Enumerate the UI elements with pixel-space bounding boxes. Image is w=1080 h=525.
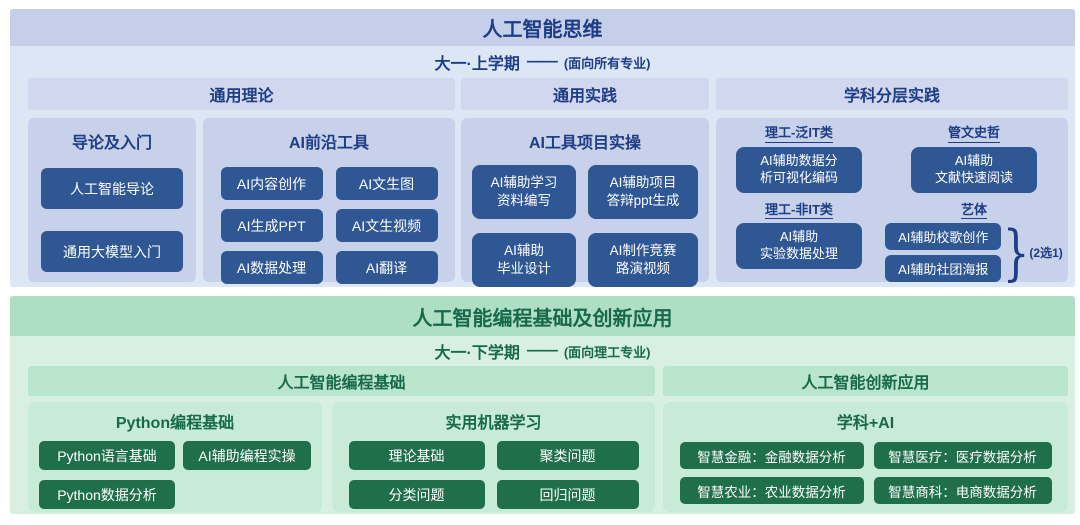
column-header-innovation-apps: 人工智能创新应用 [663, 366, 1068, 396]
panel-layered-practice: 理工-泛IT类 AI辅助数据分 析可视化编码 管文史哲 AI辅助 文献快速阅读 … [716, 118, 1068, 283]
panel-title-ai-tool-project-practice: AI工具项目实操 [528, 135, 641, 152]
panel-ai-frontier-tools: AI前沿工具 AI内容创作 AI文生图 AI生成PPT AI文生视频 AI数据处… [203, 118, 455, 284]
node-line1: AI辅助数据分 [760, 152, 838, 168]
course-node-ai-study-material: AI辅助学习 资料编写 [472, 165, 576, 219]
panel-title-practical-ml: 实用机器学习 [445, 415, 542, 432]
course-node-ai-experiment-data: AI辅助 实验数据处理 [736, 223, 862, 270]
node-line1: AI制作竞赛 [609, 242, 677, 258]
audience-label: (面向所有专业) [563, 55, 651, 71]
group-header-stem-non-it: 理工-非IT类 [765, 202, 833, 220]
practice-grid: AI辅助学习 资料编写 AI辅助项目 答辩ppt生成 AI辅助 毕业设计 AI制… [461, 165, 709, 287]
layered-grid: 理工-泛IT类 AI辅助数据分 析可视化编码 管文史哲 AI辅助 文献快速阅读 … [716, 118, 1068, 283]
dash-separator: —— [526, 53, 558, 70]
panel-discipline-plus-ai: 学科+AI 智慧金融：金融数据分析 智慧医疗：医疗数据分析 智慧农业：农业数据分… [663, 402, 1068, 512]
section-title-ai-programming: 人工智能编程基础及创新应用 [10, 296, 1075, 336]
panel-python-basics: Python编程基础 Python语言基础 AI辅助编程实操 Python数据分… [28, 402, 322, 512]
course-node-ai-translation: AI翻译 [335, 251, 438, 284]
node-line2: 答辩ppt生成 [606, 193, 680, 208]
panels-bottom: Python编程基础 Python语言基础 AI辅助编程实操 Python数据分… [10, 402, 1075, 512]
column-header-layered-practice: 学科分层实践 [716, 78, 1068, 110]
course-node-ai-fast-literature-reading: AI辅助 文献快速阅读 [911, 146, 1037, 193]
section-ai-programming: 人工智能编程基础及创新应用 大一·下学期 —— (面向理工专业) 人工智能编程基… [10, 296, 1075, 514]
node-line2: 资料编写 [497, 193, 551, 208]
node-line1: AI辅助学习 [490, 174, 558, 190]
course-node-smart-healthcare: 智慧医疗：医疗数据分析 [873, 442, 1052, 469]
audience-label: (面向理工专业) [563, 344, 651, 360]
column-header-general-practice: 通用实践 [461, 78, 709, 110]
course-node-classification: 分类问题 [348, 480, 485, 509]
course-node-ai-introduction: 人工智能导论 [41, 168, 183, 209]
node-line2: 文献快速阅读 [934, 169, 1013, 185]
group-stem-it: 理工-泛IT类 AI辅助数据分 析可视化编码 [720, 125, 878, 193]
brace-icon: } [1002, 217, 1030, 288]
node-line2: 实验数据处理 [759, 246, 838, 262]
group-header-arts-sports: 艺体 [960, 202, 987, 220]
group-stem-non-it: 理工-非IT类 AI辅助 实验数据处理 [720, 202, 878, 283]
node-line2: 析可视化编码 [759, 169, 838, 185]
course-node-python-data-analysis: Python数据分析 [39, 480, 175, 509]
column-headers-bottom: 人工智能编程基础 人工智能创新应用 [10, 366, 1075, 396]
course-node-general-llm-intro: 通用大模型入门 [41, 231, 183, 272]
course-node-smart-business: 智慧商科：电商数据分析 [873, 477, 1052, 504]
column-header-programming-basics: 人工智能编程基础 [28, 366, 655, 396]
node-line1: AI辅助 [779, 229, 819, 245]
group-humanities: 管文史哲 AI辅助 文献快速阅读 [884, 125, 1064, 193]
panel-title-ai-frontier-tools: AI前沿工具 [288, 135, 369, 152]
panels-top: 导论及入门 人工智能导论 通用大模型入门 AI前沿工具 AI内容创作 AI文生图… [10, 118, 1075, 287]
panel-practical-ml: 实用机器学习 理论基础 聚类问题 分类问题 回归问题 [332, 402, 655, 512]
course-node-ai-assisted-coding: AI辅助编程实操 [183, 441, 311, 470]
course-node-ai-text-to-video: AI文生视频 [335, 209, 438, 242]
panel-title-intro: 导论及入门 [71, 135, 152, 152]
course-node-clustering: 聚类问题 [496, 441, 639, 470]
app-grid: 智慧金融：金融数据分析 智慧医疗：医疗数据分析 智慧农业：农业数据分析 智慧商科… [663, 442, 1068, 504]
dash-separator: —— [526, 342, 558, 359]
course-node-ai-data-processing: AI数据处理 [220, 251, 323, 284]
course-node-ai-school-song: AI辅助校歌创作 [885, 223, 1002, 251]
ml-grid: 理论基础 聚类问题 分类问题 回归问题 [332, 441, 655, 509]
course-node-ai-content-creation: AI内容创作 [220, 167, 323, 200]
tools-grid: AI内容创作 AI文生图 AI生成PPT AI文生视频 AI数据处理 AI翻译 [203, 167, 455, 284]
panel-intro: 导论及入门 人工智能导论 通用大模型入门 [28, 118, 196, 282]
node-line1: AI辅助项目 [609, 174, 677, 190]
course-node-ai-graduation-design: AI辅助 毕业设计 [472, 233, 576, 287]
semester-label: 大一·下学期 [434, 345, 520, 362]
section-ai-thinking: 人工智能思维 大一·上学期 —— (面向所有专业) 通用理论 通用实践 学科分层… [10, 9, 1075, 287]
group-header-stem-it: 理工-泛IT类 [765, 125, 833, 143]
group-arts-sports: 艺体 AI辅助校歌创作 AI辅助社团海报 } (2选1) [884, 202, 1064, 283]
column-header-general-theory: 通用理论 [28, 78, 455, 110]
node-line1: AI辅助 [504, 242, 544, 258]
panel-title-discipline-plus-ai: 学科+AI [836, 415, 895, 432]
panel-intro-body: 人工智能导论 通用大模型入门 [28, 153, 196, 272]
course-node-ai-roadshow-video: AI制作竞赛 路演视频 [588, 233, 698, 287]
course-node-ai-club-poster: AI辅助社团海报 [885, 255, 1002, 283]
course-node-ai-defense-ppt: AI辅助项目 答辩ppt生成 [588, 165, 698, 219]
panel-ai-tool-project-practice: AI工具项目实操 AI辅助学习 资料编写 AI辅助项目 答辩ppt生成 AI辅助… [461, 118, 709, 287]
group-header-humanities: 管文史哲 [947, 125, 1000, 143]
semester-subtitle-top: 大一·上学期 —— (面向所有专业) [10, 46, 1075, 78]
course-node-ml-theory: 理论基础 [348, 441, 485, 470]
course-node-python-language: Python语言基础 [39, 441, 175, 470]
choose-one-note: (2选1) [1029, 246, 1063, 261]
course-node-ai-text-to-image: AI文生图 [335, 167, 438, 200]
course-node-smart-finance: 智慧金融：金融数据分析 [679, 442, 864, 469]
arts-choice-row: AI辅助校歌创作 AI辅助社团海报 } (2选1) [885, 217, 1063, 288]
course-node-smart-agriculture: 智慧农业：农业数据分析 [679, 477, 864, 504]
column-headers-top: 通用理论 通用实践 学科分层实践 [10, 78, 1075, 110]
arts-buttons: AI辅助校歌创作 AI辅助社团海报 [885, 223, 1002, 283]
course-node-ai-ppt-generation: AI生成PPT [220, 209, 323, 242]
node-line1: AI辅助 [954, 152, 994, 168]
section-title-ai-thinking: 人工智能思维 [10, 9, 1075, 46]
course-node-regression: 回归问题 [496, 480, 639, 509]
node-line2: 毕业设计 [497, 261, 551, 276]
panel-title-python-basics: Python编程基础 [115, 415, 235, 432]
semester-label: 大一·上学期 [434, 56, 520, 73]
course-node-ai-dataviz-coding: AI辅助数据分 析可视化编码 [736, 146, 862, 193]
python-grid: Python语言基础 AI辅助编程实操 Python数据分析 [28, 441, 322, 509]
semester-subtitle-bottom: 大一·下学期 —— (面向理工专业) [10, 336, 1075, 366]
node-line2: 路演视频 [616, 261, 670, 276]
